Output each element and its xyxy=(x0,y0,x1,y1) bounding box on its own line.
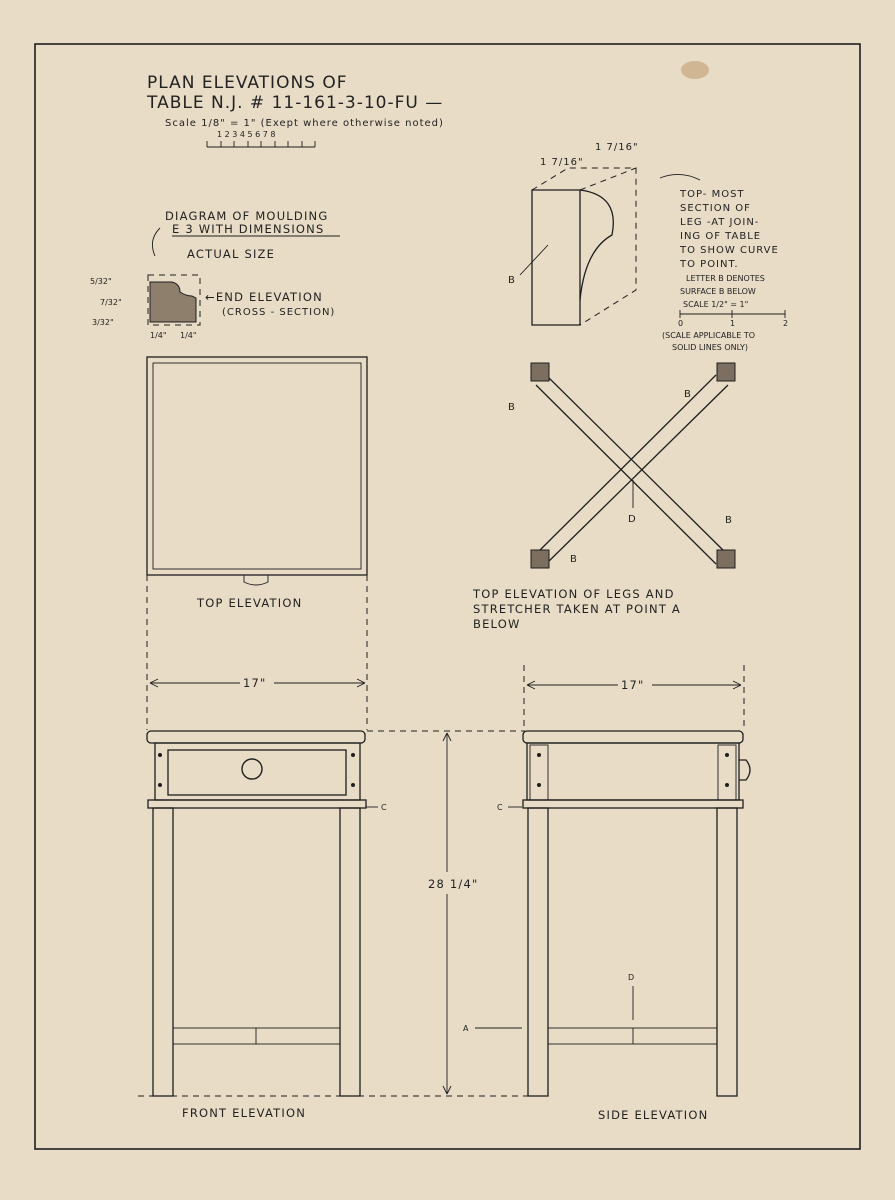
leg-note-4: TO SHOW CURVE xyxy=(679,245,779,256)
leg-square-bl xyxy=(530,549,550,569)
drawer-knob xyxy=(241,758,263,780)
title-line-1: PLAN ELEVATIONS OF xyxy=(147,73,348,93)
leg-square-tr xyxy=(716,362,736,382)
side-drawer-knob xyxy=(739,759,751,781)
moulding-dim-b: 7/32" xyxy=(100,298,122,307)
front-elevation-caption: FRONT ELEVATION xyxy=(182,1106,306,1120)
leg-note-2: LEG -AT JOIN- xyxy=(680,217,759,228)
front-label-a: A xyxy=(463,1024,469,1033)
legs-plan-view: B B B B D TOP ELEVATION OF LEGS AND STRE… xyxy=(472,362,736,631)
legs-caption-0: TOP ELEVATION OF LEGS AND xyxy=(472,587,675,601)
moulding-dim-e: 1/4" xyxy=(180,331,197,340)
moulding-diagram: DIAGRAM OF MOULDING E 3 WITH DIMENSIONS … xyxy=(90,209,340,340)
front-height-dim: 28 1/4" xyxy=(428,877,479,891)
leg-scale-note-1: SOLID LINES ONLY) xyxy=(672,343,748,352)
side-label-d: D xyxy=(628,973,634,982)
title-scale-ticks: 1 2 3 4 5 6 7 8 xyxy=(217,130,276,139)
leg-section-diagram: 1 7/16" 1 7/16" B TOP- MOST SECTION OF L… xyxy=(508,142,788,352)
top-elevation-view: TOP ELEVATION 17" xyxy=(146,356,368,730)
leg-surface-label: B xyxy=(508,275,516,286)
moulding-heading-2: E 3 WITH DIMENSIONS xyxy=(172,222,324,236)
top-elevation-width: 17" xyxy=(243,676,267,690)
leg-note-3: ING OF TABLE xyxy=(680,231,761,242)
legs-label-d: D xyxy=(628,514,637,525)
leg-scale-tick-2: 2 xyxy=(783,319,788,328)
legs-label-b-1: B xyxy=(508,402,516,413)
front-elevation-view: C FRONT ELEVATION 28 1/4" A xyxy=(138,730,545,1120)
title-scale-bar xyxy=(206,141,316,148)
legs-caption-1: STRETCHER TAKEN AT POINT A xyxy=(473,602,681,616)
front-label-c: C xyxy=(381,803,387,812)
moulding-end-elevation: ←END ELEVATION xyxy=(205,290,323,304)
title-scale: Scale 1/8" = 1" (Exept where otherwise n… xyxy=(165,118,444,129)
title-line-2: TABLE N.J. # 11-161-3-10-FU — xyxy=(146,93,443,113)
moulding-actual-size: ACTUAL SIZE xyxy=(187,247,275,261)
leg-note-6: LETTER B DENOTES xyxy=(686,274,765,283)
leg-scale-tick-0: 0 xyxy=(678,319,683,328)
leg-dim-b: 1 7/16" xyxy=(595,142,639,153)
legs-label-b-4: B xyxy=(570,554,578,565)
title-block: PLAN ELEVATIONS OF TABLE N.J. # 11-161-3… xyxy=(146,73,444,148)
moulding-cross-section: (CROSS - SECTION) xyxy=(222,307,335,318)
sheet-border xyxy=(34,43,861,1150)
leg-square-br xyxy=(716,549,736,569)
moulding-profile xyxy=(149,281,197,323)
legs-label-b-3: B xyxy=(725,515,733,526)
legs-caption-2: BELOW xyxy=(473,617,521,631)
side-elevation-caption: SIDE ELEVATION xyxy=(598,1108,708,1122)
leg-scale-tick-1: 1 xyxy=(730,319,735,328)
moulding-dim-d: 1/4" xyxy=(150,331,167,340)
moulding-dim-a: 5/32" xyxy=(90,277,112,286)
leg-square-tl xyxy=(530,362,550,382)
leg-note-7: SURFACE B BELOW xyxy=(680,287,756,296)
leg-dim-a: 1 7/16" xyxy=(540,157,584,168)
leg-note-8: SCALE 1/2" = 1" xyxy=(683,300,748,309)
moulding-heading-1: DIAGRAM OF MOULDING xyxy=(165,209,328,223)
leg-note-5: TO POINT. xyxy=(679,259,739,270)
paper-stain xyxy=(681,61,709,79)
legs-label-b-2: B xyxy=(684,389,692,400)
leg-scale-note-0: (SCALE APPLICABLE TO xyxy=(662,331,755,340)
side-width-dim: 17" xyxy=(621,678,645,692)
leg-note-0: TOP- MOST xyxy=(679,189,745,200)
top-elevation-caption: TOP ELEVATION xyxy=(196,596,302,610)
moulding-dim-c: 3/32" xyxy=(92,318,114,327)
leg-note-1: SECTION OF xyxy=(680,203,751,214)
side-label-c: C xyxy=(497,803,503,812)
side-elevation-view: 17" D C SIDE ELEVATION xyxy=(497,665,751,1122)
